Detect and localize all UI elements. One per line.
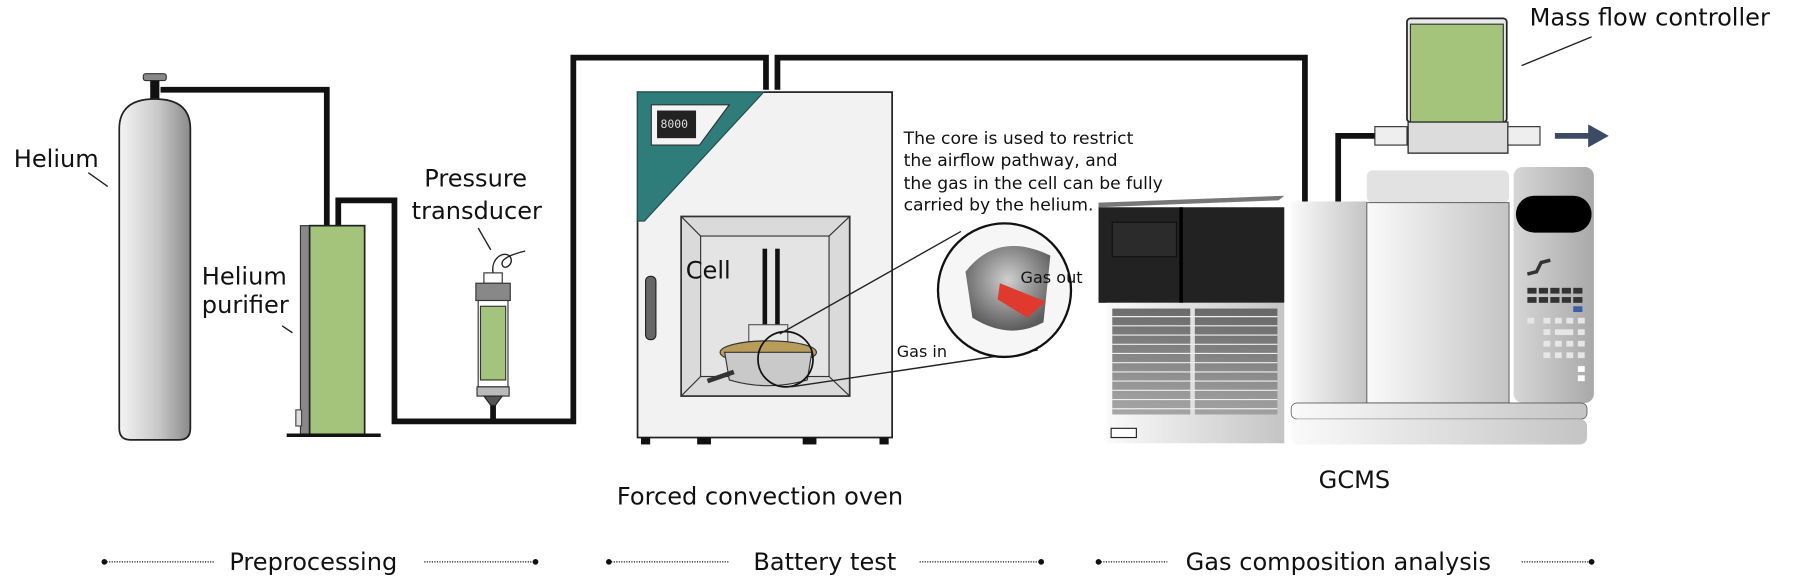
oven-label: Forced convection oven (617, 482, 903, 510)
helium-purifier (286, 224, 381, 437)
annotation-line-3: the gas in the cell can be fully (904, 174, 1163, 194)
core-annotation: The core is used to restrict the airflow… (903, 129, 1163, 216)
purifier-label-line2: purifier (202, 291, 289, 319)
flow-out-arrow-icon (1554, 124, 1609, 148)
transducer-label-line2: transducer (412, 197, 542, 225)
gas-pipeline (160, 54, 1377, 425)
helium-label: Helium (14, 145, 99, 173)
stage-gas-composition-analysis: Gas composition analysis (1095, 548, 1595, 576)
purifier-leader-line (281, 325, 293, 334)
gas-in-label: Gas in (897, 342, 947, 361)
mfc-leader-line (1521, 36, 1592, 67)
mass-flow-controller (1374, 17, 1541, 154)
oven-display-readout: 8000 (660, 117, 688, 131)
stage-label-gas-analysis: Gas composition analysis (1186, 548, 1491, 576)
helium-cylinder (118, 73, 192, 441)
stage-bar: Preprocessing Battery test Gas compositi… (101, 548, 1595, 576)
annotation-line-2: the airflow pathway, and (904, 151, 1118, 171)
pressure-transducer (475, 250, 526, 406)
helium-leader-line (87, 172, 109, 188)
stage-battery-test: Battery test (606, 548, 1045, 576)
stage-label-battery-test: Battery test (753, 548, 896, 576)
gas-out-label: Gas out (1021, 268, 1083, 287)
stage-preprocessing: Preprocessing (101, 548, 539, 576)
annotation-line-1: The core is used to restrict (903, 129, 1134, 149)
stage-label-preprocessing: Preprocessing (229, 548, 397, 576)
annotation-line-4: carried by the helium. (904, 196, 1094, 216)
gcms-label: GCMS (1319, 466, 1390, 494)
gcms-instrument (1098, 166, 1594, 445)
mfc-label: Mass flow controller (1530, 3, 1770, 31)
transducer-leader-line (477, 227, 492, 251)
cell-label: Cell (686, 257, 731, 285)
transducer-label-line1: Pressure (424, 164, 527, 192)
core-magnified-view (779, 222, 1073, 388)
forced-convection-oven: 8000 (636, 91, 893, 445)
purifier-label-line1: Helium (202, 262, 287, 290)
